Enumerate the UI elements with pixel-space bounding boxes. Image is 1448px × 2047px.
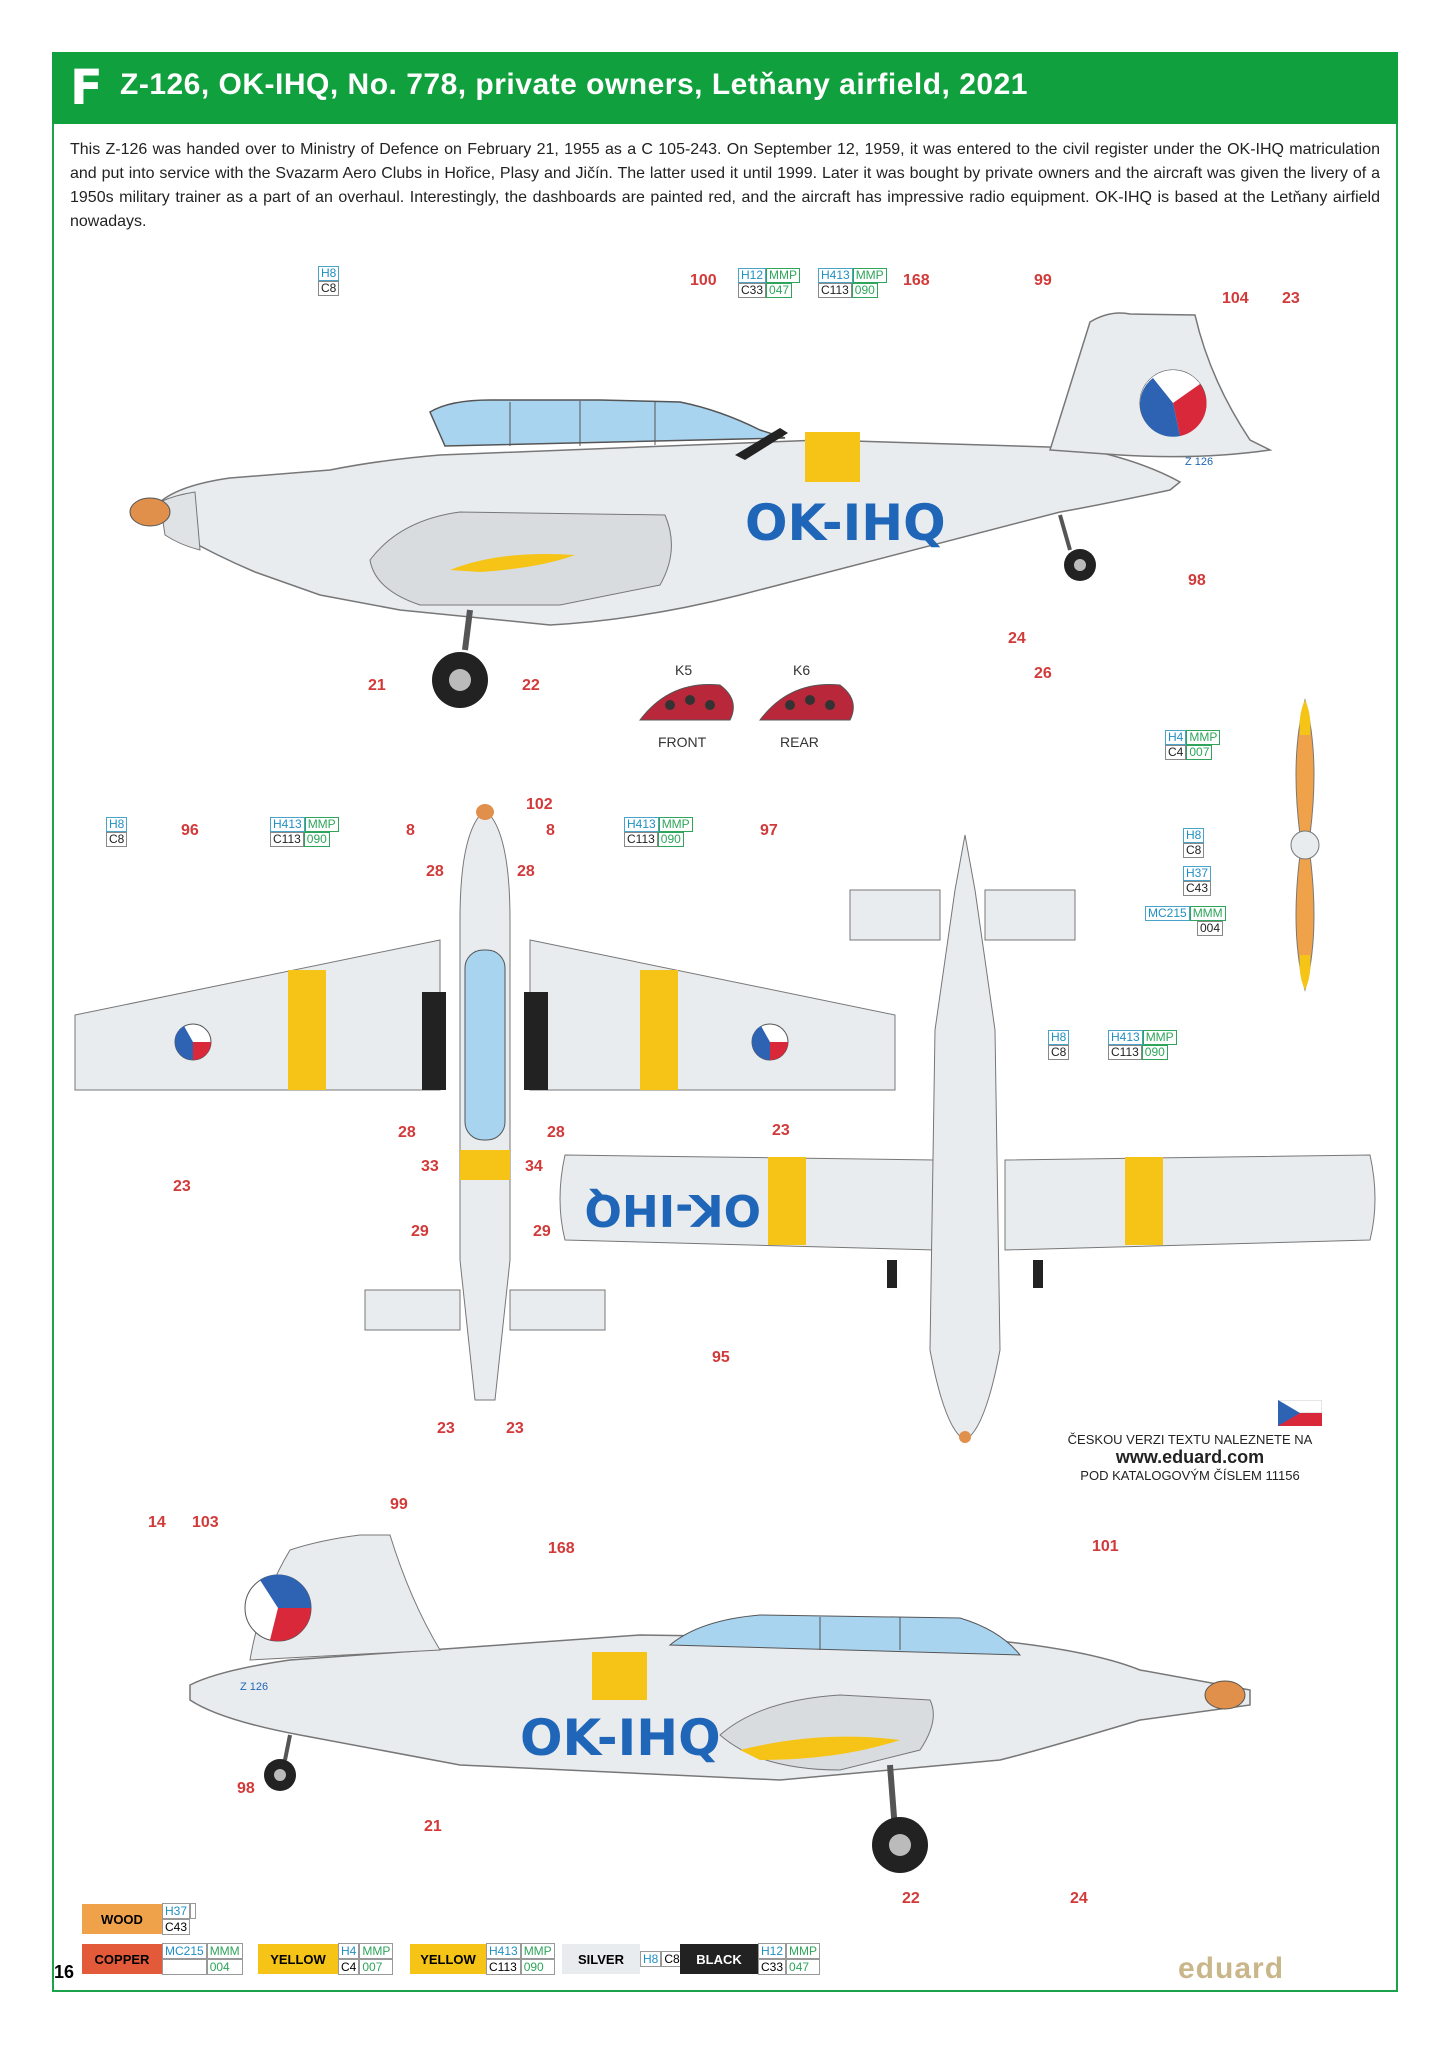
callout-28d: 28 [547,1124,565,1141]
bottom-registration: OK-IHQ [584,1184,761,1235]
callout-28c: 28 [398,1124,416,1141]
tail-text-right: Z 126 [240,1681,268,1693]
callout-100: 100 [690,272,717,289]
callout-23d: 23 [506,1420,524,1437]
history-text: This Z-126 was handed over to Ministry o… [70,141,1380,230]
czech-flag-icon [1278,1400,1322,1426]
callout-28a: 28 [426,863,444,880]
tail-roundel-right [244,1574,312,1642]
callout-29a: 29 [411,1223,429,1240]
callout-96: 96 [181,822,199,839]
callout-23a: 23 [173,1178,191,1195]
eduard-logo: eduard [1178,1952,1285,1985]
top-view [74,804,896,1401]
callout-24-right: 24 [1070,1890,1088,1907]
callout-22: 22 [522,677,540,694]
tail-text: Z 126 [1185,456,1213,468]
bottom-view: OK-IHQ [559,834,1376,1443]
callout-168: 168 [903,272,930,289]
wing-roundel-right [751,1023,789,1061]
callout-33: 33 [421,1158,439,1175]
left-side-view: Z 126 OK-IHQ [129,312,1273,708]
callout-99-right: 99 [390,1496,408,1513]
callout-102: 102 [526,796,553,813]
callout-99: 99 [1034,272,1052,289]
right-side-view: Z 126 OK-IHQ [189,1534,1251,1873]
callout-23c: 23 [437,1420,455,1437]
dash-rear-label: REAR [780,734,819,750]
fuselage-registration: OK-IHQ [745,494,946,552]
callout-23b: 23 [772,1122,790,1139]
callout-28b: 28 [517,863,535,880]
callout-98-right: 98 [237,1780,255,1797]
dashboards [638,683,854,721]
czech-version-note: ČESKOU VERZI TEXTU NALEZNETE NA www.edua… [1040,1432,1340,1483]
callout-21: 21 [368,677,386,694]
callout-23: 23 [1282,290,1300,307]
callout-104: 104 [1222,290,1249,307]
callout-22-right: 22 [902,1890,920,1907]
callout-24: 24 [1008,630,1026,647]
callout-8a: 8 [406,822,415,839]
dash-front-code: K5 [675,662,693,678]
callout-34: 34 [525,1158,543,1175]
eduard-url[interactable]: www.eduard.com [1115,1447,1265,1467]
callout-8b: 8 [546,822,555,839]
page-number: 16 [54,1962,75,1982]
callout-168-right: 168 [548,1540,575,1557]
callout-103: 103 [192,1514,219,1531]
callout-101: 101 [1092,1538,1119,1555]
callout-97: 97 [760,822,778,839]
callout-95: 95 [712,1349,730,1366]
callout-26: 26 [1034,665,1052,682]
fuselage-registration-right: OK-IHQ [520,1709,721,1767]
dash-front-label: FRONT [658,734,707,750]
profile-letter: F [70,60,103,116]
dash-rear-code: K6 [793,662,811,678]
callout-29b: 29 [533,1223,551,1240]
profile-title: Z-126, OK-IHQ, No. 778, private owners, … [120,68,1028,101]
callout-21-right: 21 [424,1818,442,1835]
wing-roundel-left [174,1023,212,1061]
profile-header: F Z-126, OK-IHQ, No. 778, private owners… [52,52,1398,124]
callout-98: 98 [1188,572,1206,589]
tail-roundel [1139,369,1207,437]
propeller [1290,698,1320,992]
callout-14: 14 [148,1514,166,1531]
